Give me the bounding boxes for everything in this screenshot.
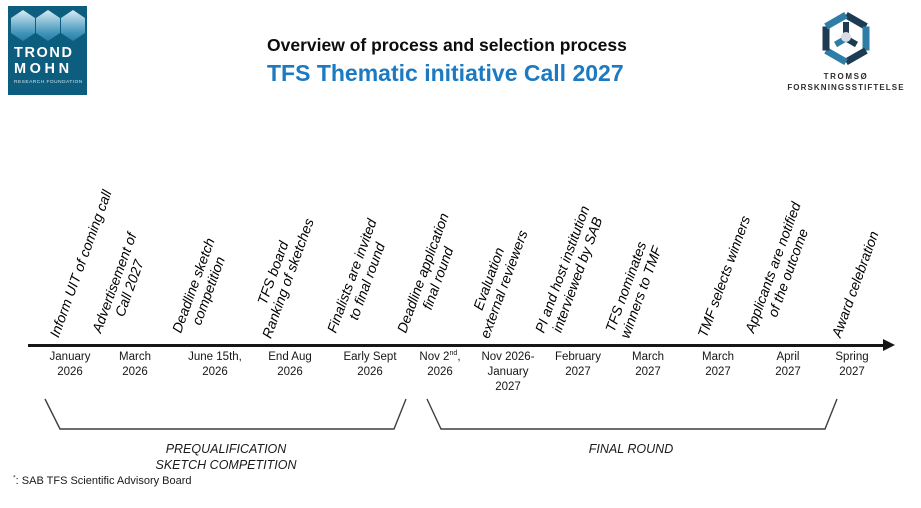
final-round-brace-icon — [426, 398, 838, 430]
trond-mohn-logo-line2: MOHN — [14, 61, 73, 77]
page-title: Overview of process and selection proces… — [267, 35, 627, 55]
tromso-logo: TROMSØ FORSKNINGSSTIFTELSE — [778, 8, 914, 92]
title-block: Overview of process and selection proces… — [267, 35, 827, 87]
timeline-step-date: June 15th,2026 — [188, 351, 242, 378]
timeline-arrowhead-icon — [883, 339, 895, 351]
trond-mohn-logo: TROND MOHN RESEARCH FOUNDATION — [8, 6, 87, 95]
tromso-hexagon-icon — [822, 11, 870, 66]
timeline-axis — [28, 344, 885, 347]
tromso-logo-line2: FORSKNINGSSTIFTELSE — [787, 83, 905, 92]
timeline-step-date: Nov 2nd,2026 — [419, 349, 461, 378]
tromso-logo-line1: TROMSØ — [823, 72, 869, 81]
trond-mohn-logo-line1: TROND — [14, 45, 74, 61]
prequalification-brace-icon — [44, 398, 407, 430]
footnote-marker: * — [13, 474, 16, 482]
footnote: *: SAB TFS Scientific Advisory Board — [13, 474, 192, 487]
page-subtitle: TFS Thematic initiative Call 2027 — [267, 59, 624, 86]
hexagons-icon — [11, 10, 86, 41]
footnote-text: : SAB TFS Scientific Advisory Board — [15, 475, 192, 487]
trond-mohn-logo-line3: RESEARCH FOUNDATION — [14, 80, 83, 85]
phase-label-final-round: FINAL ROUND — [588, 442, 674, 456]
